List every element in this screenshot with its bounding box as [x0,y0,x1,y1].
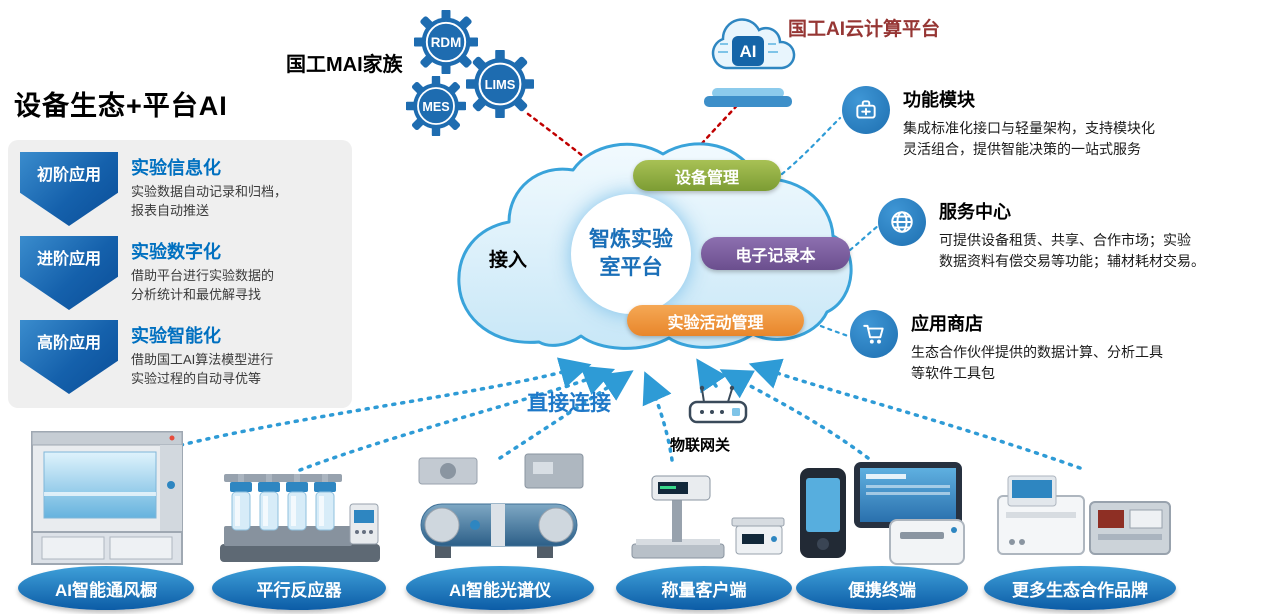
gear-lims-icon: LIMS [466,50,534,118]
feature-title: 应用商店 [911,314,983,334]
platform-core-circle: 智炼实验 室平台 [571,194,691,314]
gear-mes-label: MES [422,100,449,114]
device-label-more-brands: 更多生态合作品牌 [984,566,1176,610]
pill-electronic-notebook: 电子记录本 [701,237,850,270]
level-desc: 借助国工AI算法模型进行 实验过程的自动寻优等 [131,352,274,386]
level-title: 实验数字化 [131,242,221,262]
level-item-2: 进阶应用 实验数字化 借助平台进行实验数据的 分析统计和最优解寻找 [20,236,342,310]
device-label-portable-terminal: 便携终端 [796,566,968,610]
access-label: 接入 [489,250,528,271]
level-text: 实验数字化 借助平台进行实验数据的 分析统计和最优解寻找 [131,236,274,305]
feature-title: 服务中心 [939,202,1011,222]
direct-connect-label: 直接连接 [527,392,611,415]
gear-lims-label: LIMS [485,77,516,92]
level-text: 实验信息化 实验数据自动记录和归档， 报表自动推送 [131,152,287,221]
level-item-3: 高阶应用 实验智能化 借助国工AI算法模型进行 实验过程的自动寻优等 [20,320,342,394]
page-title: 设备生态+平台AI [14,91,228,121]
feature-text: 功能模块 集成标准化接口与轻量架构，支持模块化 灵活组合，提供智能决策的一站式服… [903,86,1233,160]
feature-title: 功能模块 [903,90,975,110]
module-icon [842,86,890,134]
ai-cloud-platform-icon: AI [704,18,796,107]
level-text: 实验智能化 借助国工AI算法模型进行 实验过程的自动寻优等 [131,320,273,389]
iot-gateway-icon [688,385,748,424]
stage-label: 高阶应用 [36,335,101,352]
weighing-scales-illustration [631,475,785,559]
iot-gateway-label: 物联网关 [670,437,731,454]
parallel-reactor-illustration [220,474,380,562]
globe-icon [878,198,926,246]
mai-family-label: 国工MAI家族 [286,54,403,76]
feature-app-store: 应用商店 生态合作伙伴提供的数据计算、分析工具 等软件工具包 [850,310,1241,384]
stage-label: 初阶应用 [36,167,101,184]
gear-rdm-label: RDM [431,35,462,50]
device-label-parallel-reactor: 平行反应器 [212,566,386,610]
ai-chip-label: AI [740,42,757,61]
cart-icon [850,310,898,358]
level-title: 实验信息化 [131,158,221,178]
portable-terminal-illustration [800,462,965,565]
level-desc: 借助平台进行实验数据的 分析统计和最优解寻找 [131,268,275,302]
ai-cloud-platform-label: 国工AI云计算平台 [788,19,941,40]
level-stage-badge: 进阶应用 [20,236,118,310]
device-label-fume-hood: AI智能通风橱 [18,566,194,610]
feature-text: 服务中心 可提供设备租赁、共享、合作市场；实验 数据资料有偿交易等功能；辅材耗材… [939,198,1267,272]
gear-rdm-icon: RDM [414,10,478,74]
feature-service-center: 服务中心 可提供设备租赁、共享、合作市场；实验 数据资料有偿交易等功能；辅材耗材… [878,198,1267,272]
pill-experiment-activity: 实验活动管理 [627,305,804,336]
fume-hood-illustration [31,431,183,565]
feature-text: 应用商店 生态合作伙伴提供的数据计算、分析工具 等软件工具包 [911,310,1241,384]
level-item-1: 初阶应用 实验信息化 实验数据自动记录和归档， 报表自动推送 [20,152,342,226]
gear-mes-icon: MES [406,76,466,136]
feature-desc: 集成标准化接口与轻量架构，支持模块化 灵活组合，提供智能决策的一站式服务 [903,120,1155,157]
stage-label: 进阶应用 [36,251,101,268]
level-stage-badge: 初阶应用 [20,152,118,226]
level-desc: 实验数据自动记录和归档， 报表自动推送 [131,184,288,218]
feature-desc: 生态合作伙伴提供的数据计算、分析工具 等软件工具包 [911,344,1163,381]
levels-panel: 初阶应用 实验信息化 实验数据自动记录和归档， 报表自动推送 进阶应用 实验数字… [8,140,352,408]
pill-device-management: 设备管理 [633,160,781,191]
level-stage-badge: 高阶应用 [20,320,118,394]
level-title: 实验智能化 [131,326,221,346]
device-label-weighing-client: 称量客户端 [616,566,792,610]
spectrometer-illustration [418,453,584,558]
feature-desc: 可提供设备租赁、共享、合作市场；实验 数据资料有偿交易等功能；辅材耗材交易。 [939,232,1205,269]
feature-function-modules: 功能模块 集成标准化接口与轻量架构，支持模块化 灵活组合，提供智能决策的一站式服… [842,86,1233,160]
device-label-spectrometer: AI智能光谱仪 [406,566,594,610]
partner-instruments-illustration [997,475,1171,555]
